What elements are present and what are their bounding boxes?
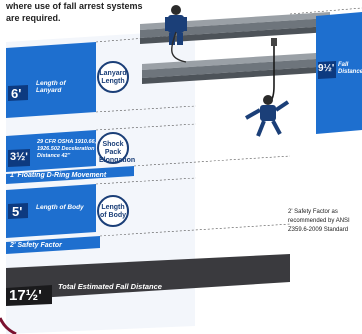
shock-pack-label: 29 CFR OSHA 1910.66, 1926.502 Decelerati… [37,139,97,159]
lanyard-band [6,42,96,118]
lanyard-number-box [8,85,28,101]
d-ring-band [6,166,134,184]
total-number-box [6,285,52,306]
shock-pack-circle-label: Shock Pack Elongation [99,141,136,164]
safety-label: 2' Safety Factor [10,242,62,249]
safety-factor-note: 2' Safety Factor as recommended by ANSI … [288,209,350,233]
shock-pack-value: 3½' [10,151,28,163]
body-circle-label: Length of Body [99,204,127,219]
total-value: 17½' [9,287,42,304]
steel-beam-middle [142,52,332,84]
lanyard-value: 6' [11,86,22,101]
lanyard-circle-label: Lanyard Length [99,70,127,85]
total-label: Total Estimated Fall Distance [58,282,162,291]
fallen-worker-figure [245,95,290,137]
total-band [6,254,290,300]
corner-accent [0,317,17,334]
d-ring-label: 1' Floating D-Ring Movement [10,172,107,179]
body-value: 5' [12,204,23,219]
safety-band [6,236,100,254]
lanyard-label: Length of Lanyard [36,80,66,94]
body-length-circle [97,195,129,227]
fall-distance-panel [316,12,362,134]
intro-text: where use of fall arrest systems are req… [6,1,143,23]
anchor-clamp [271,38,277,46]
lanyard-length-circle [97,61,129,93]
body-number-box [8,203,28,219]
standing-worker-figure [165,5,187,45]
shock-pack-circle [97,132,129,164]
fall-distance-label: Fall Distance [338,62,362,75]
body-band [6,184,96,238]
shock-number-box [8,149,30,167]
fall-distance-value: 9½' [318,63,335,74]
lanyard-cable [171,31,187,63]
body-label: Length of Body [36,204,84,211]
fall-distance-number-box [318,61,336,79]
steel-beam-top [140,12,330,44]
